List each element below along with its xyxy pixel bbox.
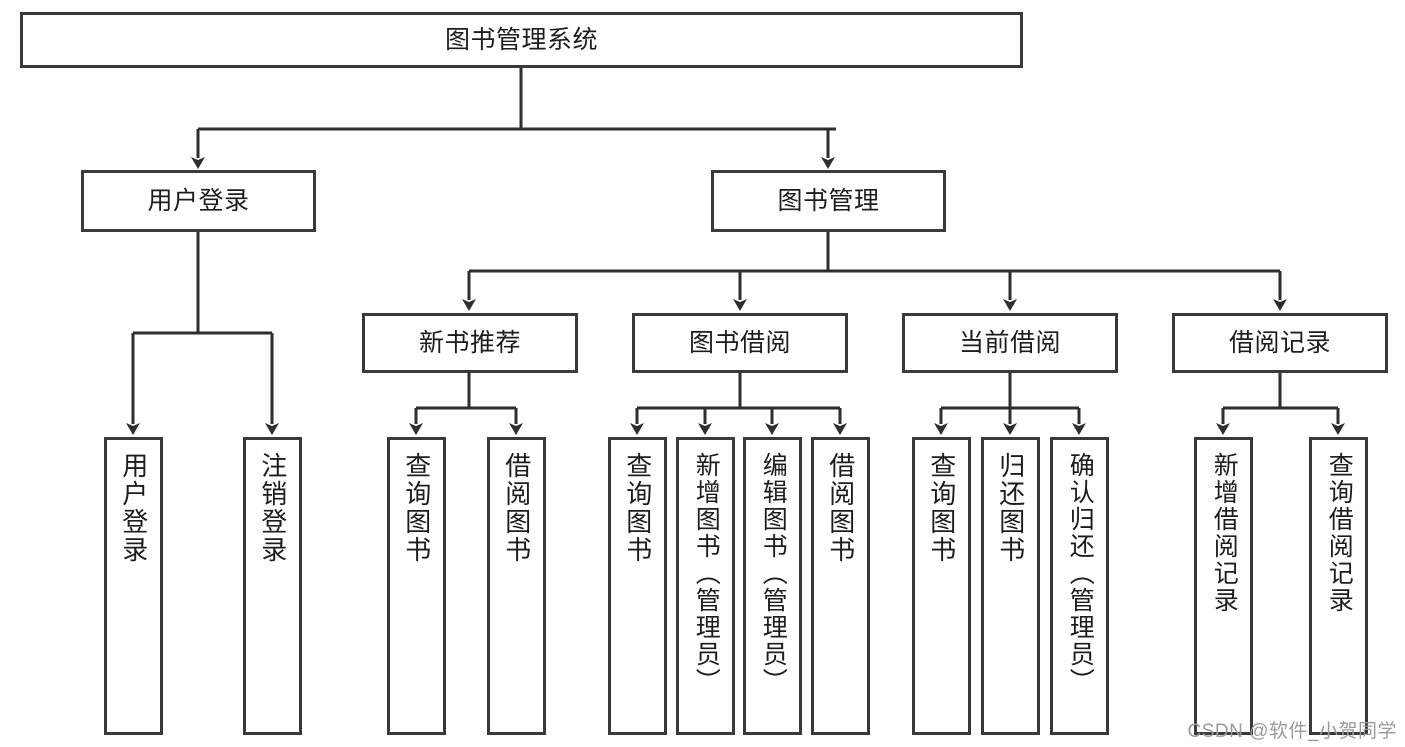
node-book-borrow[interactable]: 图书借阅 <box>632 313 848 373</box>
node-leaf-query-book-3-label: 查询图书 <box>926 452 957 564</box>
node-leaf-confirm-return[interactable]: 确认归还（管理员） <box>1050 437 1109 735</box>
node-leaf-return-book-label: 归还图书 <box>995 452 1026 564</box>
node-leaf-add-book[interactable]: 新增图书（管理员） <box>676 437 735 735</box>
node-leaf-query-book-2[interactable]: 查询图书 <box>608 437 667 735</box>
node-new-book-recommend-label: 新书推荐 <box>418 328 521 357</box>
node-user-login-label: 用户登录 <box>147 186 250 215</box>
node-root[interactable]: 图书管理系统 <box>20 12 1023 68</box>
node-leaf-borrow-book-1-label: 借阅图书 <box>501 452 532 564</box>
node-leaf-query-book-3[interactable]: 查询图书 <box>912 437 971 735</box>
node-leaf-query-book-2-label: 查询图书 <box>622 452 653 564</box>
node-root-label: 图书管理系统 <box>444 25 598 54</box>
node-leaf-user-login-label: 用户登录 <box>118 452 149 564</box>
node-leaf-confirm-return-label: 确认归还（管理员） <box>1066 452 1095 695</box>
node-leaf-return-book[interactable]: 归还图书 <box>981 437 1040 735</box>
node-leaf-query-book-1-label: 查询图书 <box>401 452 432 564</box>
node-leaf-query-record-label: 查询借阅记录 <box>1325 452 1354 614</box>
node-new-book-recommend[interactable]: 新书推荐 <box>362 313 578 373</box>
node-leaf-user-login[interactable]: 用户登录 <box>104 437 163 735</box>
node-leaf-add-record[interactable]: 新增借阅记录 <box>1194 437 1253 735</box>
node-leaf-logout-label: 注销登录 <box>257 452 288 564</box>
watermark: CSDN @软件_小贺同学 <box>1187 721 1397 742</box>
node-borrow-record-label: 借阅记录 <box>1228 328 1331 357</box>
node-leaf-borrow-book-2[interactable]: 借阅图书 <box>811 437 870 735</box>
node-book-manage[interactable]: 图书管理 <box>711 170 946 232</box>
node-leaf-query-book-1[interactable]: 查询图书 <box>387 437 446 735</box>
node-leaf-borrow-book-1[interactable]: 借阅图书 <box>487 437 546 735</box>
node-leaf-query-record[interactable]: 查询借阅记录 <box>1309 437 1368 735</box>
node-book-borrow-label: 图书借阅 <box>688 328 791 357</box>
node-user-login[interactable]: 用户登录 <box>81 170 316 232</box>
node-borrow-record[interactable]: 借阅记录 <box>1172 313 1388 373</box>
node-leaf-borrow-book-2-label: 借阅图书 <box>825 452 856 564</box>
node-current-borrow-label: 当前借阅 <box>958 328 1061 357</box>
node-leaf-add-book-label: 新增图书（管理员） <box>692 452 721 695</box>
node-book-manage-label: 图书管理 <box>777 186 880 215</box>
node-current-borrow[interactable]: 当前借阅 <box>902 313 1118 373</box>
node-leaf-edit-book-label: 编辑图书（管理员） <box>759 452 788 695</box>
node-leaf-logout[interactable]: 注销登录 <box>243 437 302 735</box>
node-leaf-edit-book[interactable]: 编辑图书（管理员） <box>743 437 802 735</box>
node-leaf-add-record-label: 新增借阅记录 <box>1210 452 1239 614</box>
